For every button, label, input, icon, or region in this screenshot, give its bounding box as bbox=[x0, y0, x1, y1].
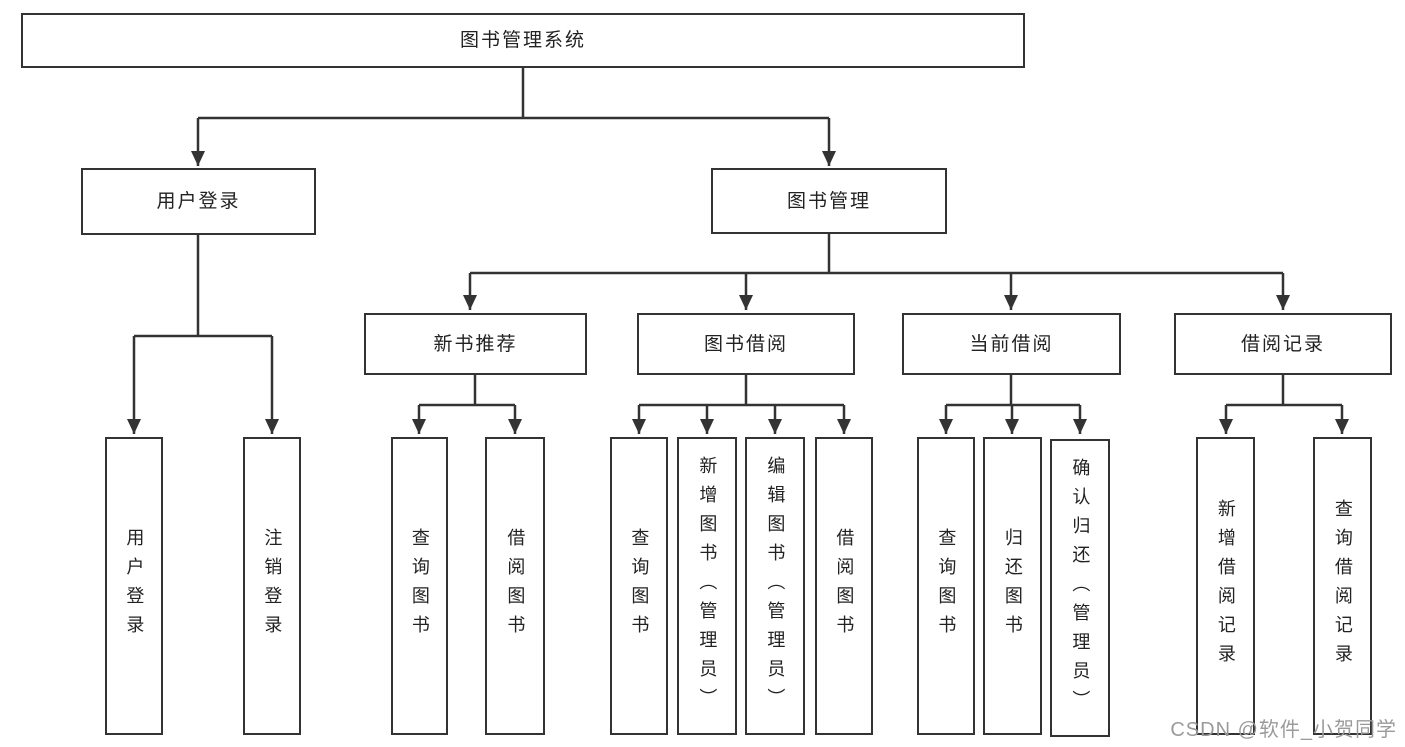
leaf-nb-borrow-book: 借阅图书 bbox=[485, 437, 545, 735]
leaf-br-add-record-label: 新增借阅记录 bbox=[1215, 499, 1236, 673]
leaf-cb-confirm-return-admin-label: 确认归还（管理员） bbox=[1070, 457, 1091, 719]
leaf-bb-query-book-label: 查询图书 bbox=[629, 528, 650, 644]
leaf-bb-borrow-book: 借阅图书 bbox=[815, 437, 873, 735]
node-current-borrow: 当前借阅 bbox=[902, 313, 1121, 375]
node-borrow-record: 借阅记录 bbox=[1174, 313, 1392, 375]
node-borrow-record-label: 借阅记录 bbox=[1240, 333, 1325, 355]
node-book-management-label: 图书管理 bbox=[786, 190, 871, 212]
leaf-user-login-label: 用户登录 bbox=[124, 528, 145, 644]
leaf-bb-query-book: 查询图书 bbox=[610, 437, 668, 735]
leaf-bb-borrow-book-label: 借阅图书 bbox=[834, 528, 855, 644]
leaf-br-query-record: 查询借阅记录 bbox=[1313, 437, 1372, 735]
leaf-bb-edit-book-admin-label: 编辑图书（管理员） bbox=[765, 455, 786, 717]
node-book-borrow: 图书借阅 bbox=[637, 313, 855, 375]
leaf-br-query-record-label: 查询借阅记录 bbox=[1332, 499, 1353, 673]
leaf-cb-return-book: 归还图书 bbox=[983, 437, 1042, 735]
leaf-cb-return-book-label: 归还图书 bbox=[1002, 528, 1023, 644]
node-user-login-label: 用户登录 bbox=[156, 191, 241, 212]
node-user-login: 用户登录 bbox=[81, 168, 316, 235]
leaf-nb-borrow-book-label: 借阅图书 bbox=[505, 528, 526, 644]
leaf-cb-query-book: 查询图书 bbox=[917, 437, 975, 735]
node-current-borrow-label: 当前借阅 bbox=[969, 333, 1054, 355]
leaf-nb-query-book-label: 查询图书 bbox=[409, 528, 430, 644]
leaf-bb-add-book-admin: 新增图书（管理员） bbox=[677, 437, 737, 735]
leaf-cb-confirm-return-admin: 确认归还（管理员） bbox=[1050, 439, 1110, 737]
leaf-logout-label: 注销登录 bbox=[262, 528, 283, 644]
leaf-bb-add-book-admin-label: 新增图书（管理员） bbox=[697, 455, 718, 717]
node-book-management: 图书管理 bbox=[711, 168, 947, 234]
node-root-system-label: 图书管理系统 bbox=[459, 30, 586, 51]
leaf-logout: 注销登录 bbox=[243, 437, 301, 735]
csdn-watermark: CSDN @软件_小贺同学 bbox=[1170, 719, 1397, 741]
node-root-system: 图书管理系统 bbox=[21, 13, 1025, 68]
leaf-bb-edit-book-admin: 编辑图书（管理员） bbox=[745, 437, 805, 735]
leaf-nb-query-book: 查询图书 bbox=[391, 437, 448, 735]
leaf-cb-query-book-label: 查询图书 bbox=[936, 528, 957, 644]
node-new-book-recommend-label: 新书推荐 bbox=[433, 333, 518, 355]
node-book-borrow-label: 图书借阅 bbox=[703, 333, 788, 355]
node-new-book-recommend: 新书推荐 bbox=[364, 313, 587, 375]
leaf-br-add-record: 新增借阅记录 bbox=[1196, 437, 1255, 735]
leaf-user-login: 用户登录 bbox=[105, 437, 163, 735]
